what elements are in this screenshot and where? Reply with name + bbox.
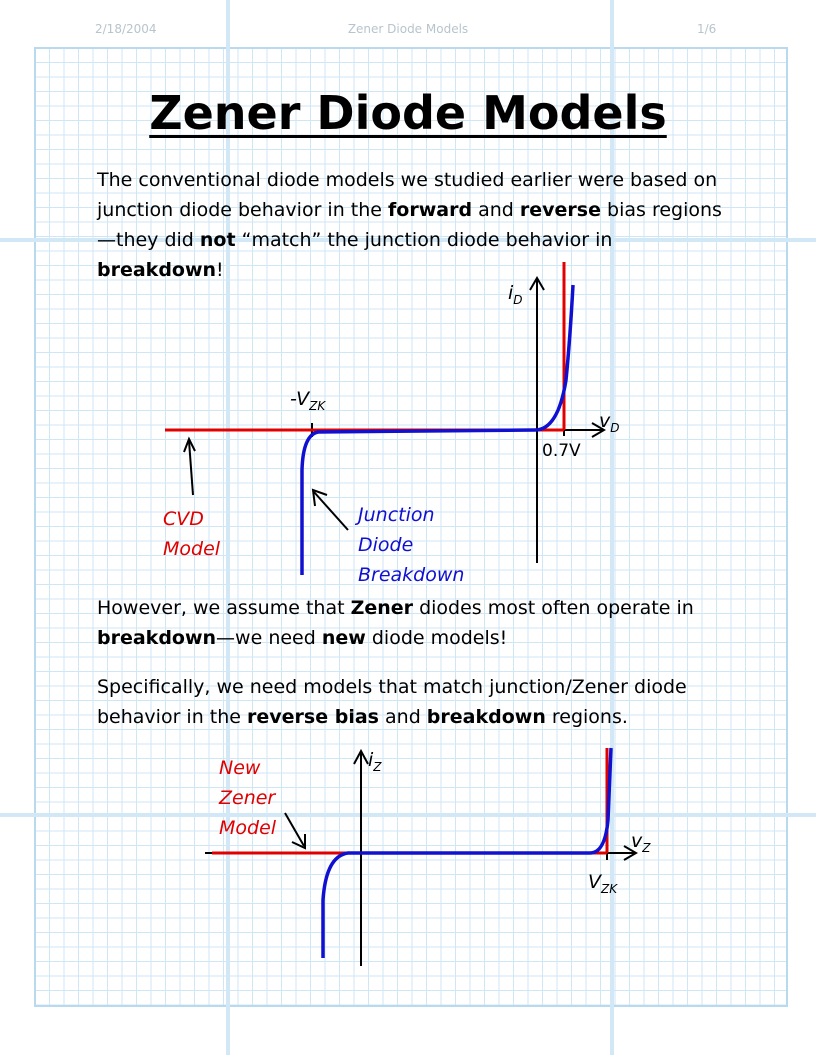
fig2-x-axis-label: vZ xyxy=(631,830,651,855)
fig2-y-axis-label: iZ xyxy=(368,749,382,774)
intro-paragraph: The conventional diode models we studied… xyxy=(97,169,722,281)
zener-diode-curve xyxy=(321,747,613,958)
page-title: Zener Diode Models xyxy=(149,86,667,140)
fig1-y-axis-label: iD xyxy=(508,282,523,307)
reverse-bias-paragraph: Specifically, we need models that match … xyxy=(97,676,687,728)
fig2-vzk-label: VZK xyxy=(588,871,618,896)
junction-diode-curve xyxy=(300,284,575,575)
header-date: 2/18/2004 xyxy=(95,22,157,36)
zener-breakdown-paragraph: However, we assume that Zener diodes mos… xyxy=(97,597,694,649)
fig1-tick-label: 0.7V xyxy=(542,441,581,461)
fig1-vzk-label: -VZK xyxy=(290,388,326,413)
fig1-x-axis-label: vD xyxy=(599,410,620,435)
header-title: Zener Diode Models xyxy=(347,22,469,36)
header-page-number: 1/6 xyxy=(697,22,717,36)
